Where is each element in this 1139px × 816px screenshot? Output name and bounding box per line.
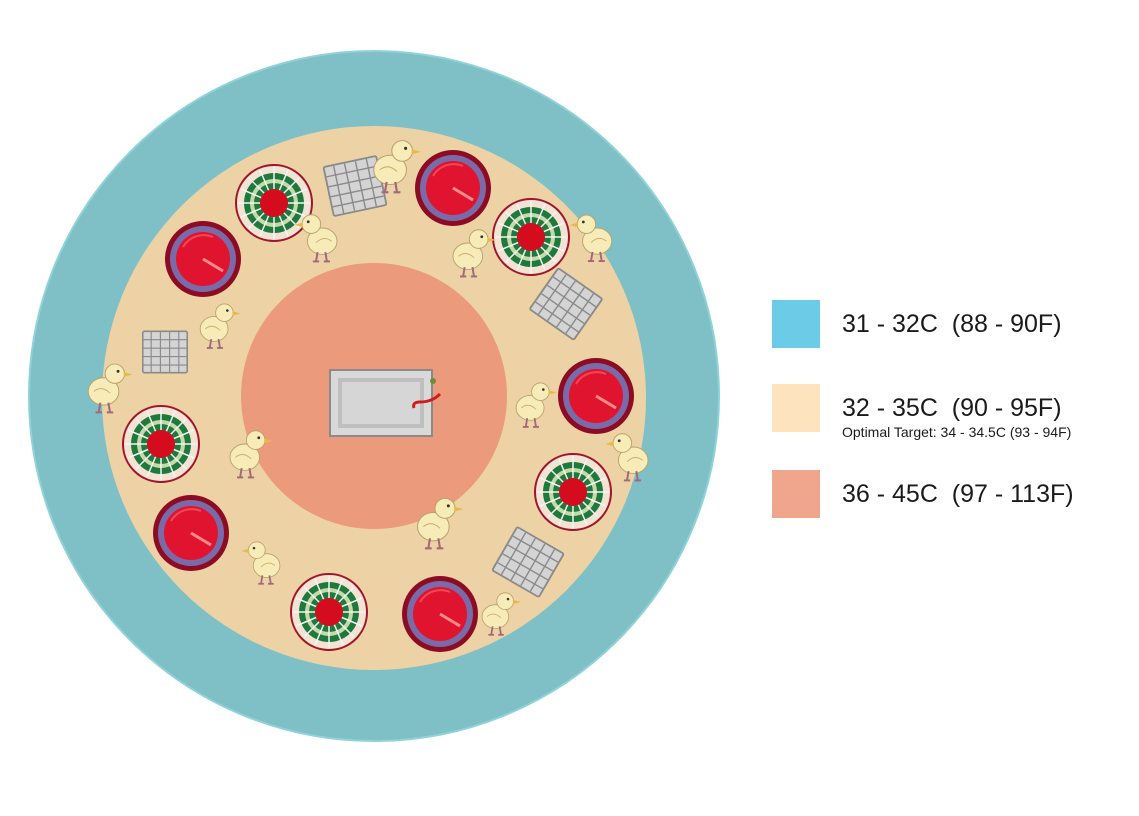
legend-item-middle: 32 - 35C (90 - 95F) Optimal Target: 34 -… <box>772 384 1071 440</box>
legend-swatch-outer <box>772 300 820 348</box>
legend-item-inner: 36 - 45C (97 - 113F) <box>772 470 1074 518</box>
feeder-icon <box>235 164 313 242</box>
drinker-icon <box>163 219 243 299</box>
legend-item-outer: 31 - 32C (88 - 90F) <box>772 300 1062 348</box>
feeder-icon <box>492 198 570 276</box>
drinker-icon <box>400 574 480 654</box>
brooder-diagram <box>28 50 720 742</box>
feeder-icon <box>122 405 200 483</box>
feeder-icon <box>534 453 612 531</box>
drinker-icon <box>151 493 231 573</box>
drinker-icon <box>556 356 636 436</box>
legend-sublabel-middle: Optimal Target: 34 - 34.5C (93 - 94F) <box>842 424 1072 440</box>
feed-tray-icon <box>142 330 188 374</box>
legend-swatch-middle <box>772 384 820 432</box>
drinker-icon <box>413 148 493 228</box>
legend-label-middle: 32 - 35C (90 - 95F) <box>842 394 1062 422</box>
legend-label-inner: 36 - 45C (97 - 113F) <box>842 480 1074 508</box>
heater-icon <box>329 369 442 437</box>
legend-label-outer: 31 - 32C (88 - 90F) <box>842 310 1062 338</box>
legend-swatch-inner <box>772 470 820 518</box>
feeder-icon <box>290 573 368 651</box>
